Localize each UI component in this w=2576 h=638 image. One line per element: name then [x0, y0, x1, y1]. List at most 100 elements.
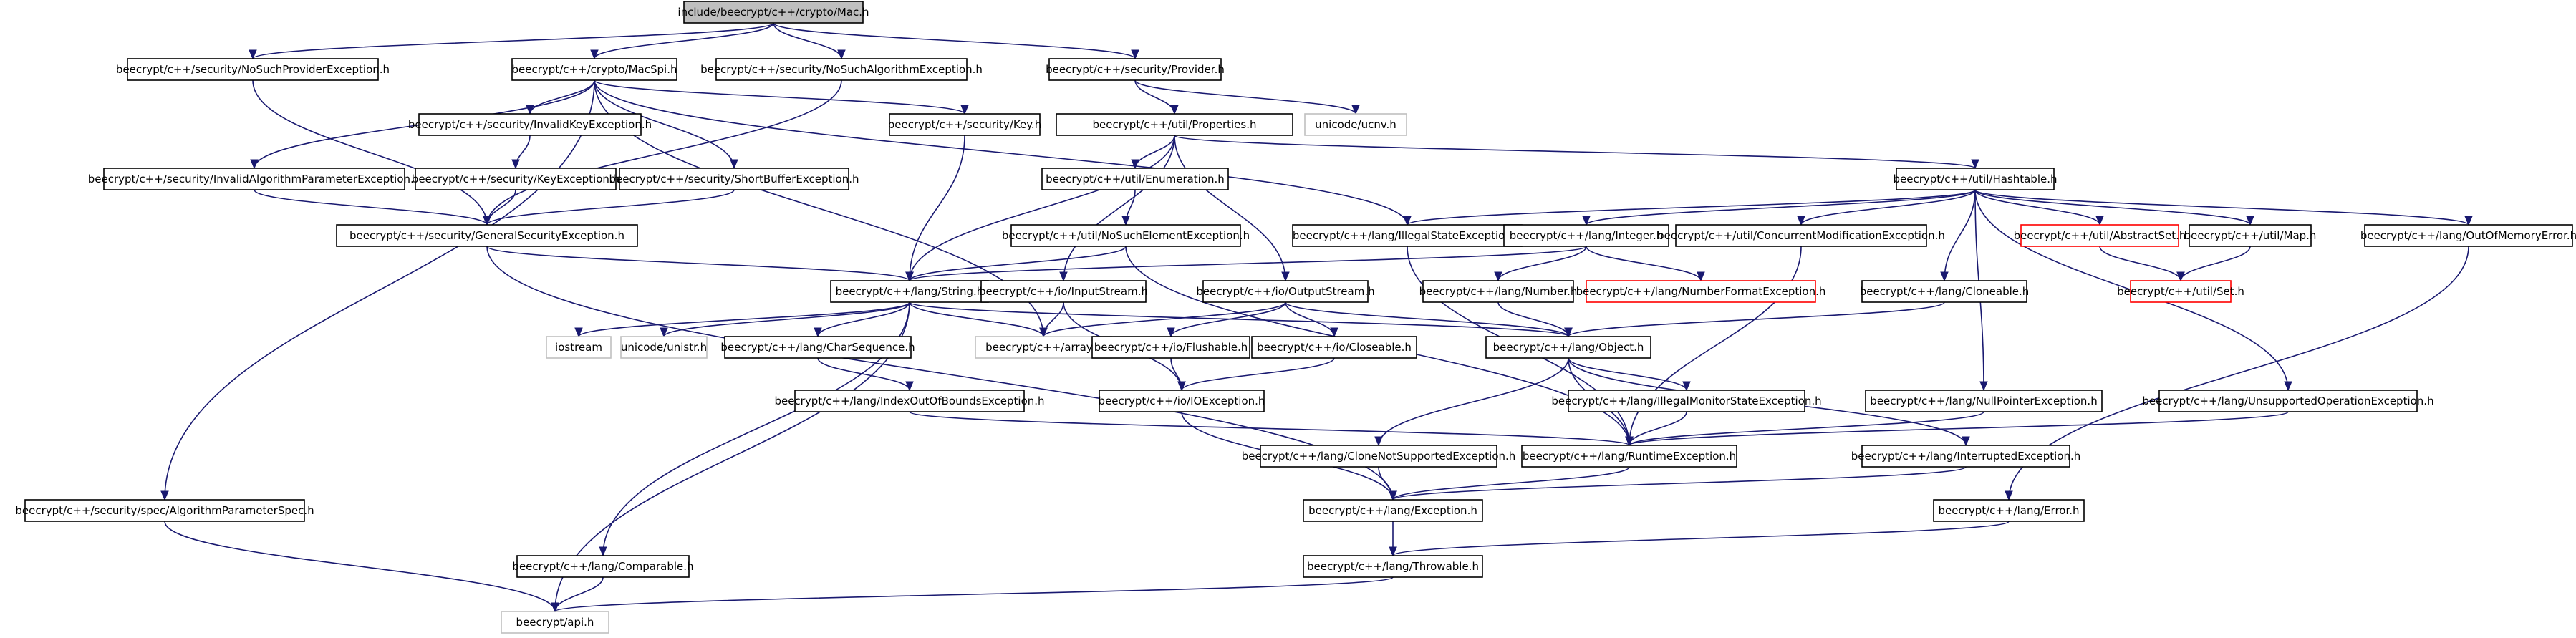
- dependency-edge-hashtable-to-abstractset: [1974, 189, 2104, 226]
- node-map[interactable]: beecrypt/c++/util/Map.h: [2184, 224, 2317, 247]
- node-macspi[interactable]: beecrypt/c++/crypto/MacSpi.h: [511, 58, 677, 81]
- dependency-edge-closeable-to-ioex: [1177, 357, 1335, 392]
- node-label: unicode/unistr.h: [621, 341, 707, 354]
- node-label: beecrypt/c++/lang/Comparable.h: [512, 560, 693, 573]
- node-concmod[interactable]: beecrypt/c++/util/ConcurrentModification…: [1657, 224, 1945, 247]
- node-comparable[interactable]: beecrypt/c++/lang/Comparable.h: [512, 555, 694, 578]
- node-label: unicode/ucnv.h: [1315, 118, 1396, 131]
- node-provider[interactable]: beecrypt/c++/security/Provider.h: [1046, 58, 1225, 81]
- dependency-edge-hashtable-to-integer: [1582, 189, 1976, 226]
- dependency-edge-string-to-unistr: [660, 301, 910, 338]
- node-label: beecrypt/c++/security/KeyException.h: [412, 173, 619, 185]
- node-label: beecrypt/c++/security/NoSuchProviderExce…: [116, 63, 390, 76]
- dependency-edge-macspi-to-invkey: [526, 79, 595, 115]
- node-label: beecrypt/c++/lang/Cloneable.h: [1860, 285, 2030, 298]
- node-key[interactable]: beecrypt/c++/security/Key.h: [888, 113, 1041, 136]
- dependency-edge-shortbuf-to-gensec: [483, 189, 735, 226]
- node-clonenot[interactable]: beecrypt/c++/lang/CloneNotSupportedExcep…: [1242, 445, 1516, 468]
- dependency-edge-charseq-to-indexoob: [817, 357, 914, 392]
- node-label: beecrypt/c++/security/ShortBufferExcepti…: [609, 173, 859, 185]
- dependency-edge-props-to-inputstream: [1059, 135, 1175, 282]
- dependency-edge-props-to-string: [905, 135, 1175, 282]
- node-number[interactable]: beecrypt/c++/lang/Number.h: [1419, 280, 1578, 303]
- dependency-edge-outputstream-to-closeable: [1285, 301, 1338, 338]
- node-charseq[interactable]: beecrypt/c++/lang/CharSequence.h: [720, 336, 915, 359]
- node-label: beecrypt/c++/array.h: [985, 341, 1101, 354]
- node-ioex[interactable]: beecrypt/c++/io/IOException.h: [1099, 390, 1265, 412]
- node-throwable[interactable]: beecrypt/c++/lang/Throwable.h: [1303, 555, 1483, 578]
- node-label: beecrypt/c++/crypto/MacSpi.h: [512, 63, 677, 76]
- node-algparamspec[interactable]: beecrypt/c++/security/spec/AlgorithmPara…: [15, 499, 314, 522]
- graph-edges: [160, 22, 2473, 613]
- dependency-edge-hashtable-to-concmod: [1797, 189, 1976, 226]
- dependency-edge-unsupported-to-runtime: [1625, 411, 2289, 447]
- node-integer[interactable]: beecrypt/c++/lang/Integer.h: [1503, 224, 1669, 247]
- dependency-edge-mac-to-nsalg: [773, 22, 846, 60]
- node-label: beecrypt/c++/io/Closeable.h: [1257, 341, 1412, 354]
- node-invkey[interactable]: beecrypt/c++/security/InvalidKeyExceptio…: [408, 113, 652, 136]
- node-label: beecrypt/c++/security/GeneralSecurityExc…: [349, 229, 624, 242]
- node-label: beecrypt/c++/lang/IllegalStateException.…: [1293, 229, 1522, 242]
- node-runtime[interactable]: beecrypt/c++/lang/RuntimeException.h: [1521, 445, 1737, 468]
- dependency-edge-macspi-to-shortbuf: [594, 79, 738, 170]
- node-interrupted[interactable]: beecrypt/c++/lang/InterruptedException.h: [1851, 445, 2080, 468]
- node-outputstream[interactable]: beecrypt/c++/io/OutputStream.h: [1196, 280, 1375, 303]
- node-shortbuf[interactable]: beecrypt/c++/security/ShortBufferExcepti…: [609, 168, 859, 190]
- node-string[interactable]: beecrypt/c++/lang/String.h: [830, 280, 989, 303]
- node-iostream: iostream: [546, 336, 612, 359]
- node-label: beecrypt/c++/lang/RuntimeException.h: [1523, 450, 1736, 463]
- dependency-edge-hashtable-to-oom: [1974, 189, 2473, 226]
- dependency-edge-macspi-to-algparamspec: [160, 79, 595, 501]
- dependency-edge-string-to-array: [909, 301, 1048, 338]
- node-label: beecrypt/c++/io/IOException.h: [1099, 395, 1265, 407]
- node-numfmt[interactable]: beecrypt/c++/lang/NumberFormatException.…: [1576, 280, 1826, 303]
- node-nsalg[interactable]: beecrypt/c++/security/NoSuchAlgorithmExc…: [700, 58, 983, 81]
- node-abstractset[interactable]: beecrypt/c++/util/AbstractSet.h: [2014, 224, 2186, 247]
- dependency-edge-invalgparam-to-gensec: [254, 189, 491, 226]
- node-indexoob[interactable]: beecrypt/c++/lang/IndexOutOfBoundsExcept…: [774, 390, 1045, 412]
- node-exception[interactable]: beecrypt/c++/lang/Exception.h: [1303, 499, 1483, 522]
- node-label: beecrypt/c++/util/Hashtable.h: [1894, 173, 2058, 185]
- node-hashtable[interactable]: beecrypt/c++/util/Hashtable.h: [1894, 168, 2058, 190]
- dependency-edge-hashtable-to-illegalstate: [1403, 189, 1976, 226]
- node-inputstream[interactable]: beecrypt/c++/io/InputStream.h: [979, 280, 1148, 303]
- node-keyex[interactable]: beecrypt/c++/security/KeyException.h: [412, 168, 619, 190]
- dependency-edge-macspi-to-illegalstate: [594, 79, 1412, 226]
- node-closeable[interactable]: beecrypt/c++/io/Closeable.h: [1251, 336, 1417, 359]
- node-label: beecrypt/c++/lang/IndexOutOfBoundsExcept…: [774, 395, 1044, 407]
- dependency-edge-nullptr-to-runtime: [1625, 411, 1984, 447]
- node-illegalmon[interactable]: beecrypt/c++/lang/IllegalMonitorStateExc…: [1551, 390, 1822, 412]
- dependency-edge-integer-to-string: [905, 246, 1587, 282]
- node-label: beecrypt/c++/lang/Integer.h: [1510, 229, 1663, 242]
- node-props[interactable]: beecrypt/c++/util/Properties.h: [1056, 113, 1293, 136]
- node-illegalstate[interactable]: beecrypt/c++/lang/IllegalStateException.…: [1292, 224, 1523, 247]
- node-label: beecrypt/c++/security/NoSuchAlgorithmExc…: [700, 63, 983, 76]
- node-nosuchelem[interactable]: beecrypt/c++/util/NoSuchElementException…: [1002, 224, 1250, 247]
- node-invalgparam[interactable]: beecrypt/c++/security/InvalidAlgorithmPa…: [88, 168, 421, 190]
- node-oom[interactable]: beecrypt/c++/lang/OutOfMemoryError.h: [2360, 224, 2576, 247]
- dependency-edge-provider-to-props: [1134, 79, 1179, 115]
- node-set[interactable]: beecrypt/c++/util/Set.h: [2117, 280, 2244, 303]
- node-unsupported[interactable]: beecrypt/c++/lang/UnsupportedOperationEx…: [2142, 390, 2434, 412]
- node-flushable[interactable]: beecrypt/c++/io/Flushable.h: [1091, 336, 1250, 359]
- node-nsprov[interactable]: beecrypt/c++/security/NoSuchProviderExce…: [116, 58, 390, 81]
- node-cloneable[interactable]: beecrypt/c++/lang/Cloneable.h: [1860, 280, 2030, 303]
- dependency-edge-hashtable-to-map: [1974, 189, 2254, 226]
- node-label: beecrypt/c++/security/Provider.h: [1046, 63, 1225, 76]
- dependency-edge-props-to-hashtable: [1174, 135, 1979, 170]
- node-gensec[interactable]: beecrypt/c++/security/GeneralSecurityExc…: [336, 224, 638, 247]
- node-label: beecrypt/c++/lang/CloneNotSupportedExcep…: [1242, 450, 1516, 463]
- dependency-edge-outputstream-to-array: [1039, 301, 1286, 338]
- node-nullptr[interactable]: beecrypt/c++/lang/NullPointerException.h: [1865, 390, 2103, 412]
- node-label: beecrypt/c++/lang/NullPointerException.h: [1870, 395, 2097, 407]
- dependency-edge-runtime-to-exception: [1389, 466, 1630, 501]
- node-mac[interactable]: include/beecrypt/c++/crypto/Mac.h: [677, 1, 869, 24]
- node-error[interactable]: beecrypt/c++/lang/Error.h: [1933, 499, 2085, 522]
- node-label: beecrypt/c++/lang/IllegalMonitorStateExc…: [1551, 395, 1821, 407]
- node-label: beecrypt/c++/util/NoSuchElementException…: [1002, 229, 1250, 242]
- node-object[interactable]: beecrypt/c++/lang/Object.h: [1485, 336, 1651, 359]
- dependency-edge-object-to-illegalmon: [1568, 357, 1691, 392]
- node-enumeration[interactable]: beecrypt/c++/util/Enumeration.h: [1041, 168, 1229, 190]
- dependency-edge-number-to-object: [1497, 301, 1573, 338]
- dependency-edge-key-to-string: [905, 135, 965, 282]
